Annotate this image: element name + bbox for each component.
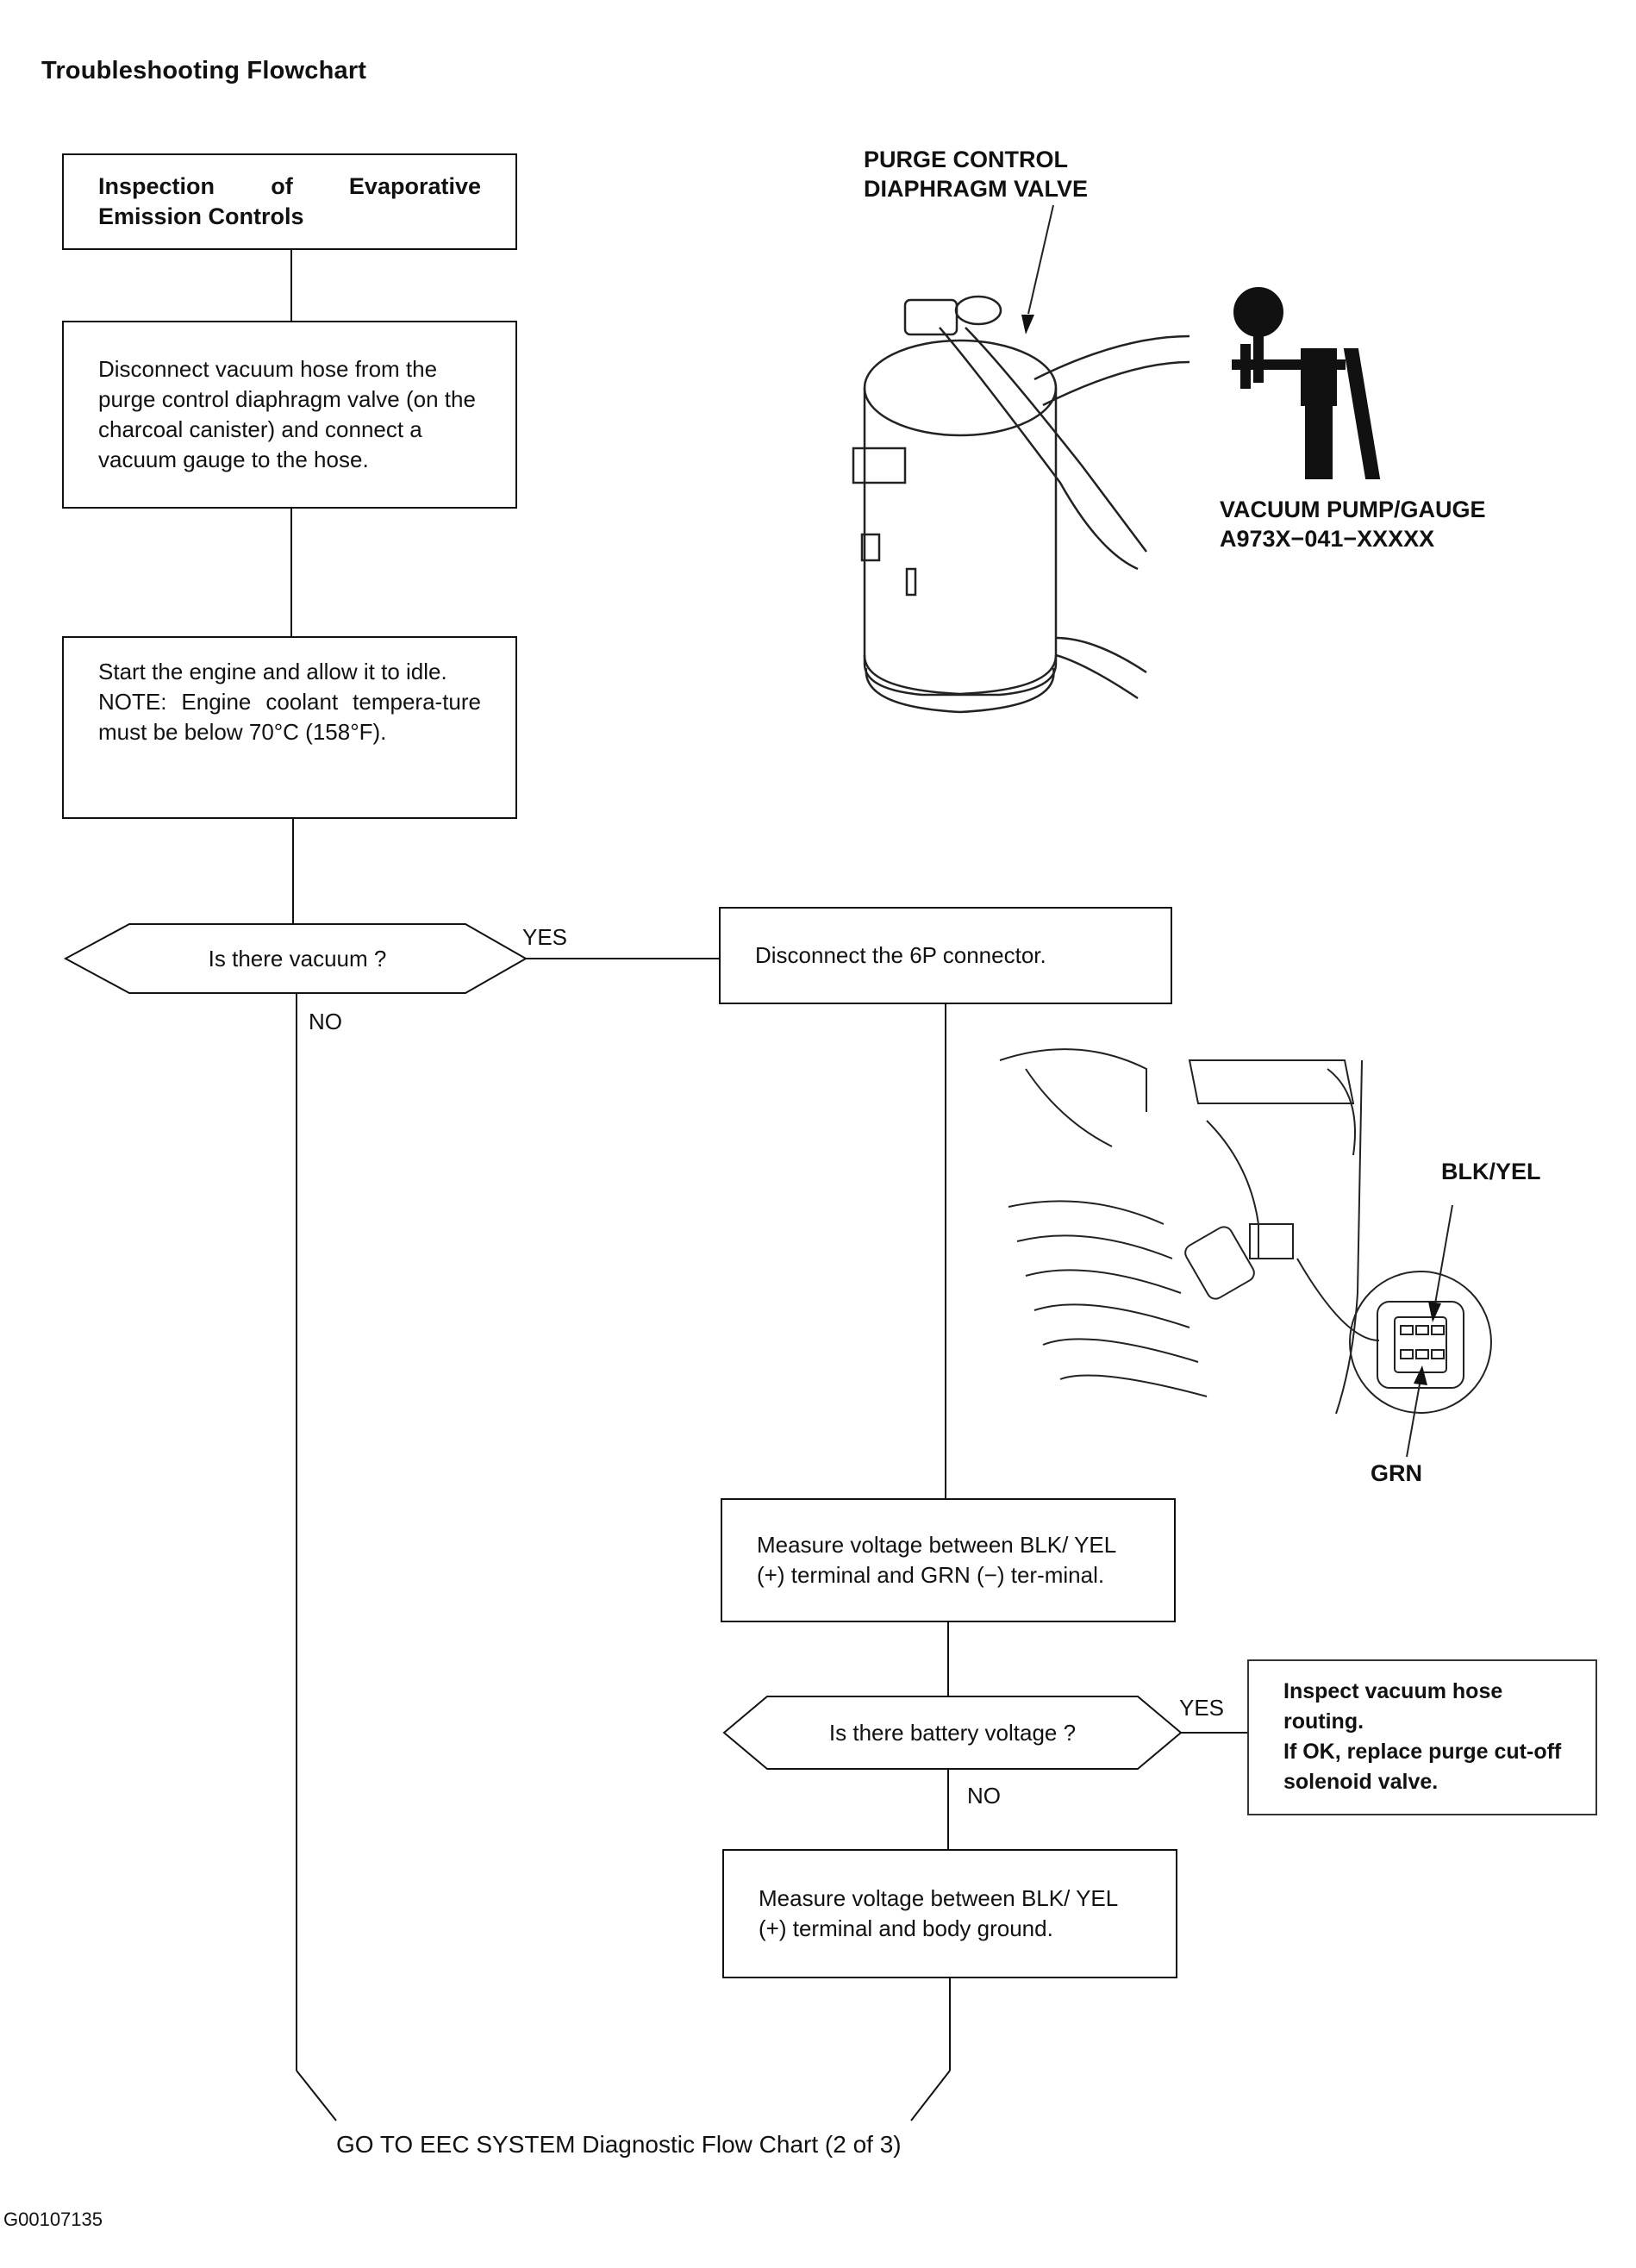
- callout-pump-gauge-line1: VACUUM PUMP/GAUGE: [1220, 497, 1486, 522]
- callout-purge-valve: PURGE CONTROL DIAPHRAGM VALVE: [864, 145, 1088, 203]
- step-disconnect-6p-text: Disconnect the 6P connector.: [755, 942, 1046, 968]
- step-disconnect-hose-box: Disconnect vacuum hose from the purge co…: [62, 321, 517, 509]
- step-measure-blk-grn-box: Measure voltage between BLK/ YEL (+) ter…: [721, 1498, 1176, 1622]
- callout-grn: GRN: [1371, 1460, 1422, 1486]
- callout-purge-valve-line2: DIAPHRAGM VALVE: [864, 176, 1089, 202]
- inspect-hose-note-line2: If OK, replace purge cut-off solenoid va…: [1283, 1740, 1562, 1794]
- inspect-hose-note: Inspect vacuum hose routing. If OK, repl…: [1247, 1659, 1597, 1815]
- step-inspection-box: Inspection of Evaporative Emission Contr…: [62, 153, 517, 250]
- step-start-engine-text: Start the engine and allow it to idle.: [98, 659, 447, 684]
- branch-yes-vacuum: YES: [522, 924, 568, 950]
- page-title: Troubleshooting Flowchart: [41, 57, 367, 84]
- vacuum-pump-gauge-illustration: [1232, 287, 1381, 479]
- charcoal-canister-illustration: [852, 204, 1190, 714]
- step-start-engine-note: NOTE: Engine coolant tempera-ture must b…: [98, 689, 481, 745]
- step-disconnect-6p-box: Disconnect the 6P connector.: [719, 907, 1172, 1004]
- step-measure-blk-grn-text: Measure voltage between BLK/ YEL (+) ter…: [757, 1532, 1116, 1588]
- step-measure-blk-body-text: Measure voltage between BLK/ YEL (+) ter…: [759, 1885, 1118, 1941]
- connector-line: [910, 2070, 951, 2121]
- step-disconnect-hose-text: Disconnect vacuum hose from the purge co…: [98, 356, 476, 472]
- decision-vacuum-text: Is there vacuum ?: [208, 945, 387, 972]
- step-measure-blk-body-box: Measure voltage between BLK/ YEL (+) ter…: [722, 1849, 1177, 1978]
- branch-no-vacuum: NO: [309, 1009, 342, 1034]
- step-inspection-text: Inspection of Evaporative Emission Contr…: [98, 173, 481, 229]
- callout-pump-gauge-line2: A973X−041−XXXXX: [1220, 526, 1435, 552]
- connector-line: [296, 2070, 337, 2121]
- decision-battery-text: Is there battery voltage ?: [828, 1719, 1077, 1746]
- 6p-connector-illustration: [999, 1048, 1492, 1458]
- step-start-engine-content: Start the engine and allow it to idle. N…: [98, 657, 481, 747]
- figure-id: G00107135: [3, 2209, 103, 2230]
- callout-pump-gauge: VACUUM PUMP/GAUGE A973X−041−XXXXX: [1220, 495, 1486, 553]
- branch-yes-battery: YES: [1179, 1695, 1225, 1721]
- branch-no-battery: NO: [967, 1783, 1001, 1809]
- go-to-eec-chart-link[interactable]: GO TO EEC SYSTEM Diagnostic Flow Chart (…: [336, 2131, 902, 2158]
- inspect-hose-note-line1: Inspect vacuum hose routing.: [1283, 1679, 1503, 1734]
- callout-blk-yel: BLK/YEL: [1441, 1159, 1541, 1184]
- step-start-engine-box: Start the engine and allow it to idle. N…: [62, 636, 517, 819]
- callout-purge-valve-line1: PURGE CONTROL: [864, 147, 1069, 172]
